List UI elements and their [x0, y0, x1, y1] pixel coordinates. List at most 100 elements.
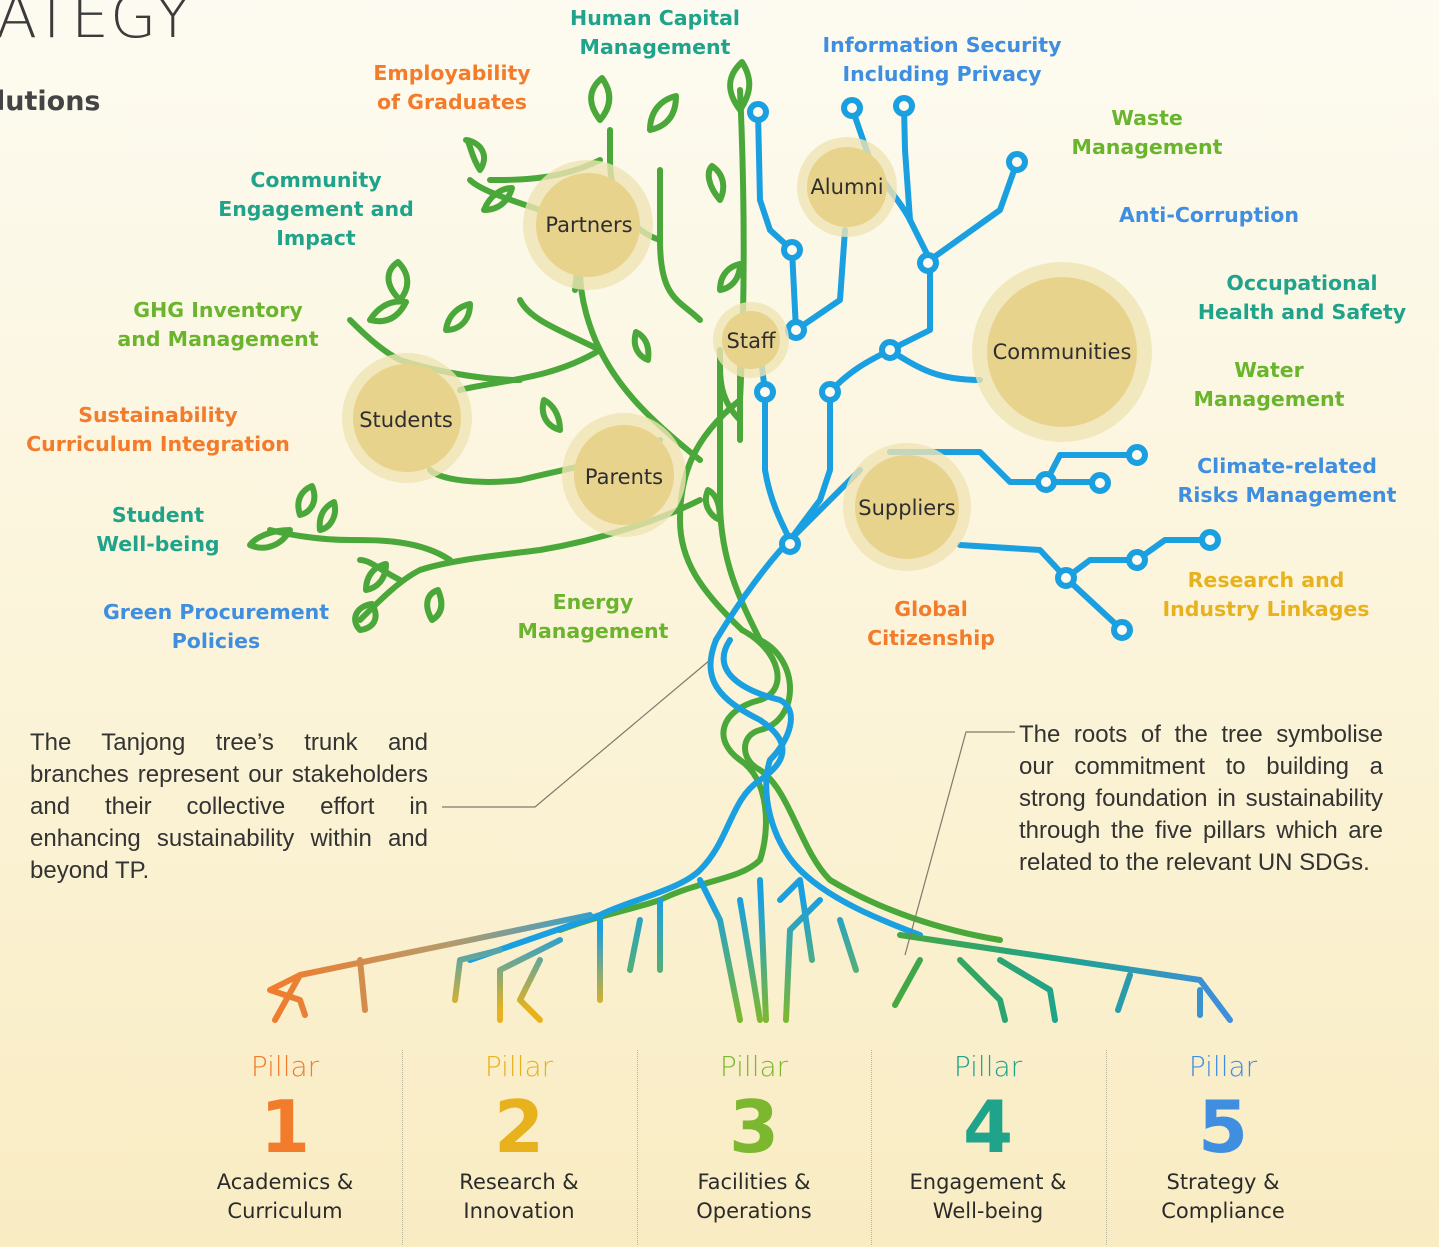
leaf [363, 561, 389, 593]
blue-branch-path [755, 109, 799, 333]
blue-branch-path [887, 449, 1140, 485]
trunk-blue [720, 637, 923, 938]
green-branch-path [657, 167, 703, 323]
trunk-leader-line [442, 659, 711, 808]
root [357, 957, 368, 1013]
pillar-label: Pillar [719, 1050, 789, 1083]
root [783, 897, 823, 1023]
leaf [705, 163, 727, 203]
node [819, 381, 841, 403]
node [1035, 471, 1057, 493]
node [879, 339, 901, 361]
node [785, 319, 807, 341]
stakeholder-alumni: Alumni [810, 175, 884, 199]
stakeholder-circles [342, 137, 1152, 571]
blue-nodes [747, 95, 1221, 641]
trunk-green [557, 627, 781, 933]
root [697, 877, 743, 1023]
stakeholder-communities: Communities [992, 340, 1132, 364]
node [841, 97, 863, 119]
leader-lines [442, 659, 1015, 956]
roots-leader-line [904, 731, 1015, 956]
circle-core [807, 147, 887, 227]
pillar-label: Pillar [250, 1050, 320, 1083]
leaf [588, 75, 613, 123]
pillar-divider [402, 1050, 403, 1245]
trunk-blue [467, 637, 786, 963]
root [837, 917, 859, 973]
blue-branch-path [787, 389, 833, 543]
pillar-title: Engagement & [909, 1170, 1067, 1194]
root [997, 957, 1058, 1023]
circle-core [536, 173, 640, 277]
circle-core [353, 364, 461, 472]
root [897, 932, 1233, 1023]
pillar-number: 4 [962, 1085, 1014, 1169]
braided-trunk [467, 627, 1003, 963]
leaf [647, 93, 679, 133]
blue-branch-path [827, 257, 933, 395]
green-leaves [247, 59, 753, 633]
pillar-title: Operations [696, 1199, 812, 1223]
circle-core [987, 277, 1137, 427]
circle-core [574, 425, 674, 525]
pillar-number: 2 [493, 1085, 545, 1169]
stakeholder-suppliers: Suppliers [858, 496, 956, 520]
stakeholder-partners: Partners [545, 213, 633, 237]
root [627, 897, 663, 973]
circle-core [722, 311, 780, 369]
blue-branch-path [927, 159, 1020, 263]
leaf [385, 259, 411, 303]
pillar-number: 1 [259, 1085, 311, 1169]
roots [267, 877, 1233, 1023]
node [1111, 619, 1133, 641]
root [267, 972, 308, 1018]
pillar-label: Pillar [953, 1050, 1023, 1083]
leaf [631, 329, 652, 363]
pillar-title: Compliance [1161, 1199, 1285, 1223]
leaf [316, 499, 338, 533]
pillar-5: Pillar 5 Strategy & Compliance [1106, 1050, 1340, 1226]
pillar-label: Pillar [484, 1050, 554, 1083]
node [893, 95, 915, 117]
pillar-3: Pillar 3 Facilities & Operations [637, 1050, 871, 1226]
root [957, 957, 1008, 1023]
node [781, 239, 803, 261]
pillar-title: Facilities & [697, 1170, 811, 1194]
root [1115, 972, 1133, 1013]
root [452, 947, 503, 1003]
roots-note: The roots of the tree symbolise our comm… [1019, 721, 1383, 876]
node [754, 381, 776, 403]
pillar-label: Pillar [1188, 1050, 1258, 1083]
leaf [424, 587, 445, 623]
pillar-title: Research & [459, 1170, 579, 1194]
page-subtitle: lutions [0, 86, 101, 117]
leaf [463, 137, 487, 173]
stakeholder-parents: Parents [584, 465, 664, 489]
leaf [702, 487, 723, 523]
node [1126, 444, 1148, 466]
leaf [295, 483, 318, 518]
root [777, 877, 815, 963]
leaf [367, 298, 409, 325]
pillar-4: Pillar 4 Engagement & Well-being [871, 1050, 1105, 1226]
trunk-note: The Tanjong tree’s trunk and branches re… [30, 729, 428, 884]
leaf [539, 397, 563, 433]
node [747, 101, 769, 123]
pillar-title: Well-being [932, 1199, 1044, 1223]
pillar-title: Strategy & [1166, 1170, 1280, 1194]
pillar-1: Pillar 1 Academics & Curriculum [168, 1050, 402, 1226]
blue-trunk-path [713, 467, 863, 643]
pillar-title: Curriculum [227, 1199, 343, 1223]
stakeholder-staff: Staff [726, 329, 776, 353]
